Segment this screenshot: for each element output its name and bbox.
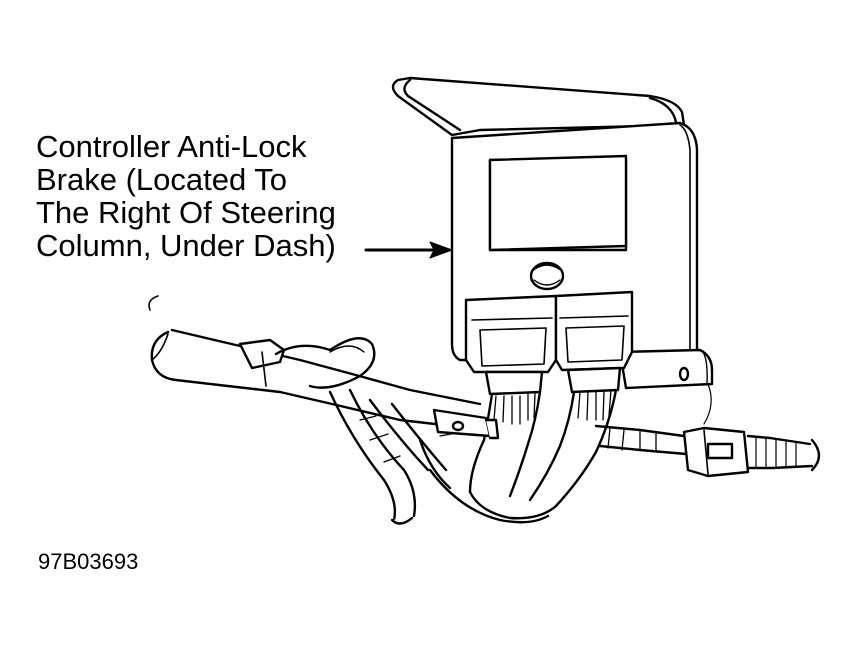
wire-bundles: [418, 388, 618, 524]
controller-callout-label: Controller Anti-Lock Brake (Located To T…: [36, 130, 336, 262]
harness-connector-right: [554, 290, 634, 394]
main-harness: [148, 295, 482, 525]
callout-arrow: [364, 241, 453, 259]
lower-bracket-tab: [618, 348, 714, 390]
callout-line-2: Brake (Located To: [36, 162, 288, 197]
right-harness: [594, 424, 688, 456]
figure-id: 97B03693: [38, 549, 139, 574]
mounting-screw-icon: [529, 261, 565, 291]
ground-wire: [703, 383, 712, 425]
callout-line-1: Controller Anti-Lock: [36, 129, 307, 164]
inline-connector-left: [432, 408, 500, 440]
mounting-bracket: [391, 76, 686, 137]
callout-line-4: Column, Under Dash): [36, 228, 336, 263]
callout-line-3: The Right Of Steering: [36, 195, 336, 230]
harness-connector-left: [464, 294, 558, 396]
inline-connector-right: [682, 426, 821, 478]
